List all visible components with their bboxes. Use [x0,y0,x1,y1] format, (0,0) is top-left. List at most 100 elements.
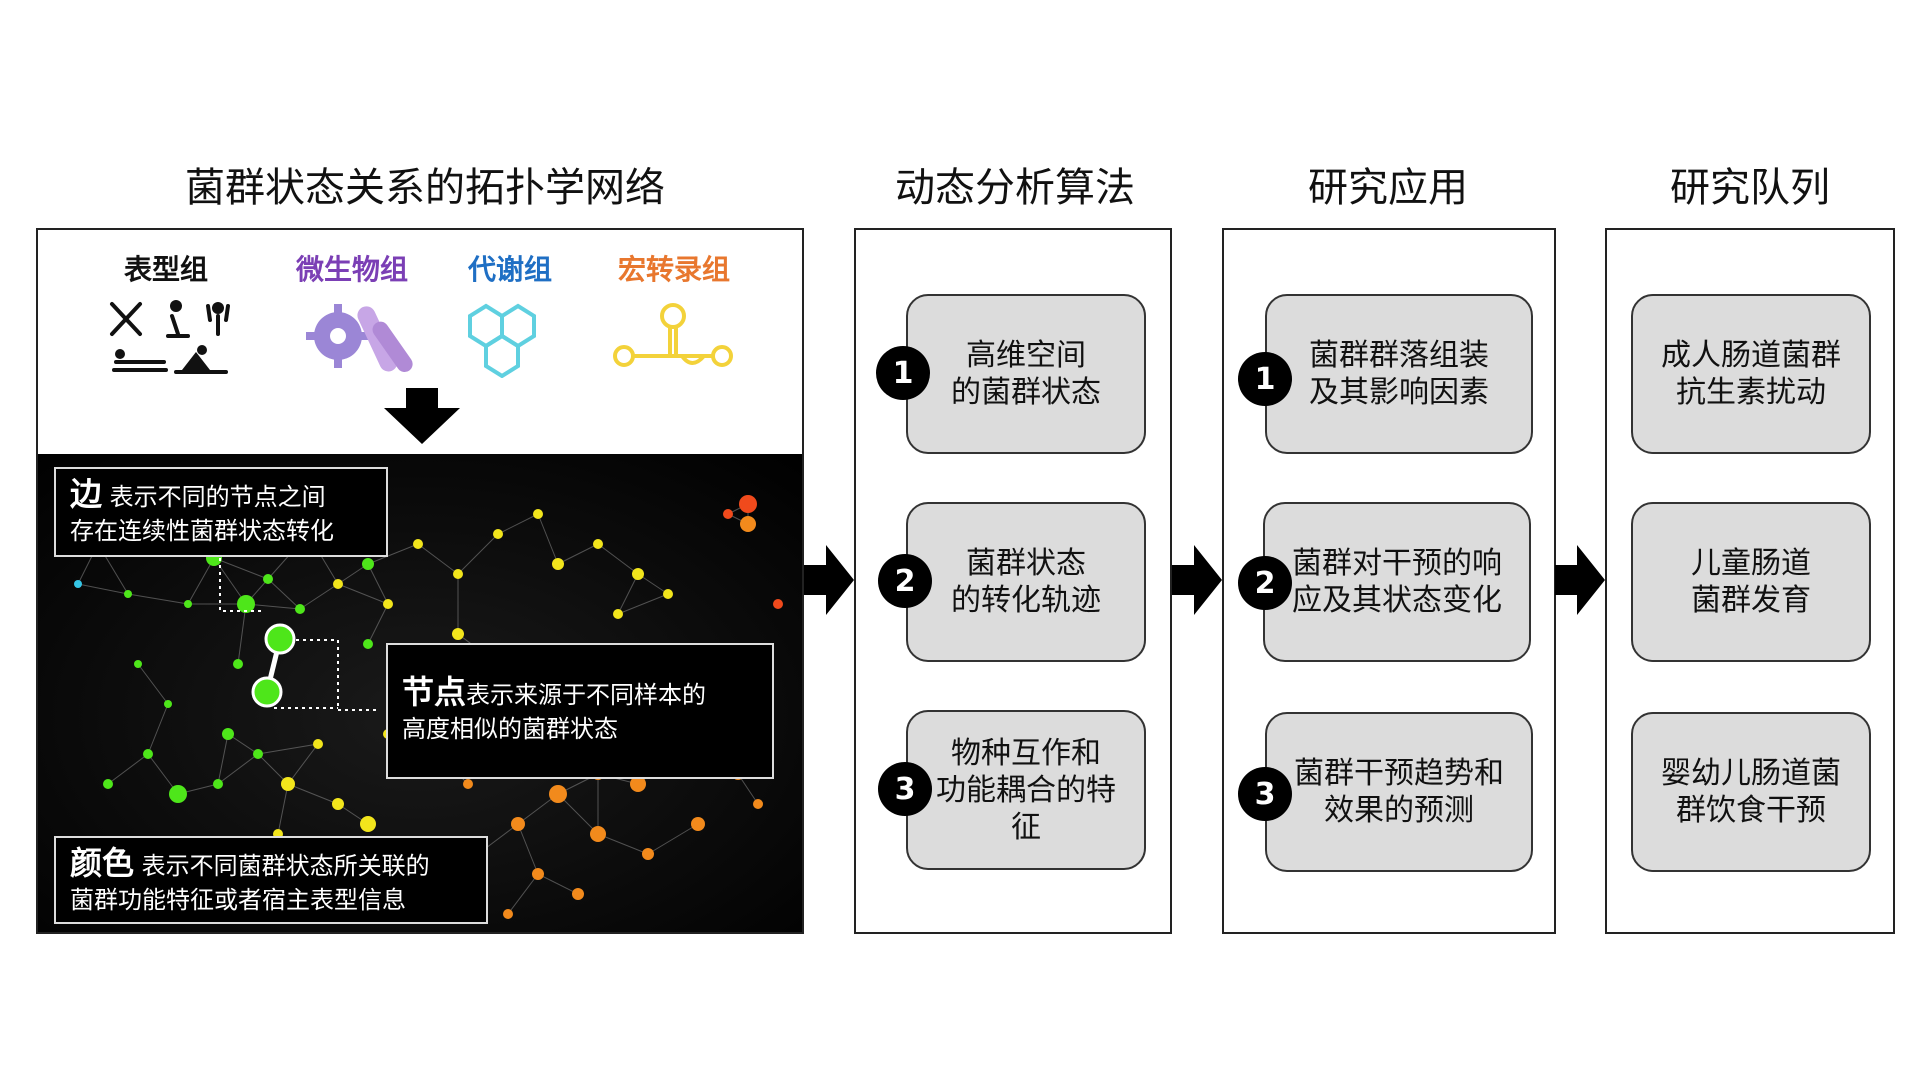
cohort-title: 研究队列 [1670,165,1830,211]
network-node [691,817,705,831]
application-num-1: 1 [1238,352,1292,406]
legend-color-bold: 颜色 [70,844,135,882]
network-edge [497,513,539,535]
omics-transcript-label: 宏转录组 [617,253,730,286]
phenotype-icon [110,300,230,374]
network-edge [227,733,259,755]
network-node [222,728,234,740]
application-card-3-line2: 效果的预测 [1324,793,1474,828]
network-edge [77,583,129,595]
algorithm-card-3-line1: 物种互作和 [951,735,1101,771]
algorithm-card-3-line3: 征 [1011,809,1041,845]
network-edge [507,873,539,915]
network-node [295,604,305,614]
omics-microbe-label: 微生物组 [295,253,408,286]
algorithm-card-2-line2: 的转化轨迹 [951,583,1101,618]
legend-color-text: 表示不同菌群状态所关联的 [141,852,430,880]
cohort-card-2-line2: 菌群发育 [1691,583,1811,618]
legend-edge-text: 表示不同的节点之间 [109,483,326,511]
network-edge [417,543,459,575]
network-node [613,609,623,619]
microbe-icon [306,304,413,373]
legend-node: 节点表示来源于不同样本的 高度相似的菌群状态 [386,643,774,779]
network-edge [137,663,169,705]
network-node [723,509,733,519]
network-edge [537,513,559,565]
cohort-card-1-line1: 成人肠道菌群 [1661,338,1841,373]
legend-edge-line2: 存在连续性菌群状态转化 [70,517,334,545]
network-title: 菌群状态关系的拓扑学网络 [185,165,665,211]
algorithm-card-3-line2: 功能耦合的特 [936,772,1116,808]
network-node [463,779,473,789]
network-node [453,569,463,579]
network-edge [517,823,539,875]
network-edge [127,593,189,605]
network-node [503,909,513,919]
network-edge [597,833,649,855]
right-arrow-icon-1 [804,545,854,615]
down-arrow-icon [384,388,460,444]
algorithm-title: 动态分析算法 [895,165,1135,211]
cohort-card-3-line2: 群饮食干预 [1676,793,1826,828]
network-edge [257,753,289,785]
application-card-3: 菌群干预趋势和效果的预测 [1265,712,1533,872]
application-card-1: 菌群群落组装及其影响因素 [1265,294,1533,454]
network-node [452,628,464,640]
network-node [313,739,323,749]
network-node [593,539,603,549]
network-node [413,539,423,549]
network-edge [277,783,289,835]
network-node [103,779,113,789]
network-node [632,568,644,580]
right-arrow-icon-2 [1172,545,1222,615]
network-node [552,558,564,570]
algorithm-card-3: 物种互作和功能耦合的特征 [906,710,1146,870]
network-edge [187,557,215,605]
network-node [263,574,273,584]
cohort-card-1-line2: 抗生素扰动 [1676,375,1826,410]
network-node [739,495,757,513]
network-edge [637,573,669,595]
network-node [590,826,606,842]
application-card-2-line2: 应及其状态变化 [1292,583,1502,618]
network-node [184,600,192,608]
network-edge [537,873,579,895]
network-edge [647,823,699,855]
cohort-card-1: 成人肠道菌群抗生素扰动 [1631,294,1871,454]
network-node [237,595,255,613]
algorithm-card-1: 高维空间的菌群状态 [906,294,1146,454]
cohort-card-3-line1: 婴幼儿肠道菌 [1661,756,1841,791]
network-edge [245,603,301,610]
network-edge [107,753,149,785]
legend-edge: 边 表示不同的节点之间 存在连续性菌群状态转化 [54,467,388,557]
algorithm-num-3: 3 [878,762,932,816]
network-edge [617,593,669,615]
application-card-1-line1: 菌群群落组装 [1309,338,1489,373]
algorithm-num-1: 1 [876,346,930,400]
algorithm-card-2-line1: 菌群状态 [966,546,1086,581]
network-node [740,516,756,532]
network-node [642,848,654,860]
network-edge [237,603,247,665]
application-card-2: 菌群对干预的响应及其状态变化 [1263,502,1531,662]
network-edge [257,743,319,755]
network-node [281,777,295,791]
network-node [383,599,393,609]
network-node [253,749,263,759]
network-node [332,798,344,810]
network-edge [287,783,339,805]
application-card-1-line2: 及其影响因素 [1309,375,1489,410]
omics-metabolite-label: 代谢组 [467,253,552,286]
application-num-3: 3 [1238,767,1292,821]
network-node [360,816,376,832]
application-card-3-line1: 菌群干预趋势和 [1294,756,1504,791]
algorithm-card-1-line1: 高维空间 [966,338,1086,373]
application-title: 研究应用 [1308,165,1468,211]
network-node [164,700,172,708]
network-edge [597,543,639,575]
network-node [549,785,567,803]
network-edge [457,533,499,575]
network-node [572,888,584,900]
transcript-icon [613,303,733,367]
application-card-2-line1: 菌群对干预的响 [1292,546,1502,581]
